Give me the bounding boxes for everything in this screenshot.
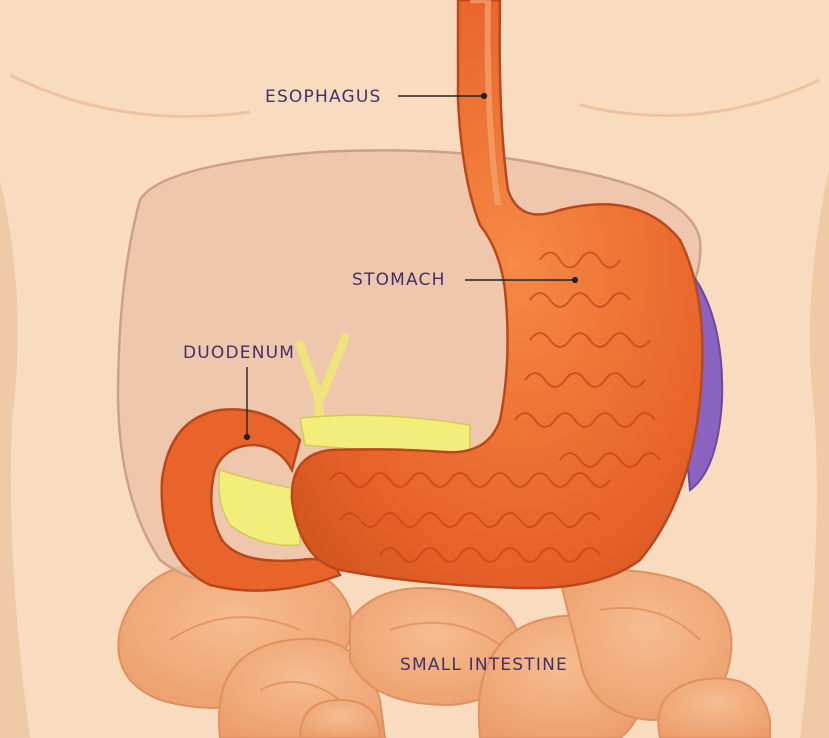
label-small-intestine: SMALL INTESTINE bbox=[400, 655, 568, 675]
stomach-leader-dot bbox=[573, 278, 578, 283]
label-esophagus: ESOPHAGUS bbox=[265, 87, 382, 107]
label-stomach: STOMACH bbox=[352, 270, 446, 290]
esophagus-leader-dot bbox=[482, 94, 487, 99]
label-duodenum: DUODENUM bbox=[183, 343, 295, 363]
duodenum-leader-dot bbox=[245, 435, 250, 440]
